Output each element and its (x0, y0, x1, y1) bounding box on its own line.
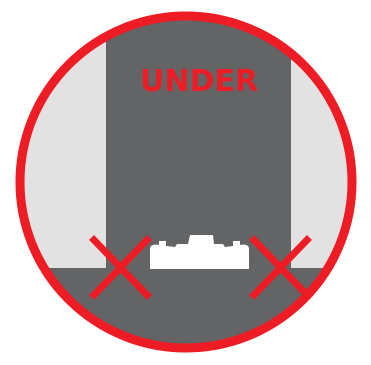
sign-label: UNDER (140, 64, 258, 99)
